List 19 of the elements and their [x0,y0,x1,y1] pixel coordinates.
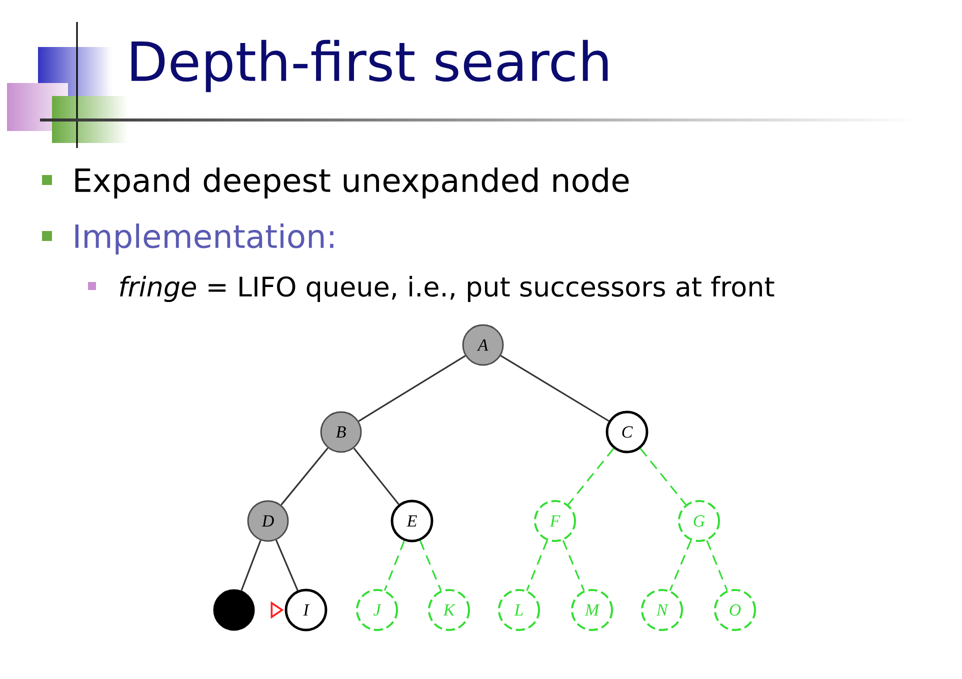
tree-edge [419,540,442,591]
tree-edge [669,540,692,591]
current-node-circle [213,589,255,631]
tree-edge [640,448,686,506]
tree-edge [500,355,610,422]
bullet-text: Expand deepest unexpanded node [75,168,629,198]
tree-edge [568,448,614,506]
tree-edge [280,448,328,506]
tree-edge [706,540,728,591]
bullet-text: Implementation: [75,224,334,254]
tree-edge [353,448,400,505]
tree-edge [275,540,298,591]
bullet-text: fringe = LIFO queue, i.e., put successors at front [120,276,774,302]
tree-edge [562,540,585,591]
tree-edge [358,355,466,422]
tree-edge [384,540,405,591]
title: Depth-first search [132,40,608,92]
tree-edge [240,540,262,591]
tree-edge [526,540,548,591]
